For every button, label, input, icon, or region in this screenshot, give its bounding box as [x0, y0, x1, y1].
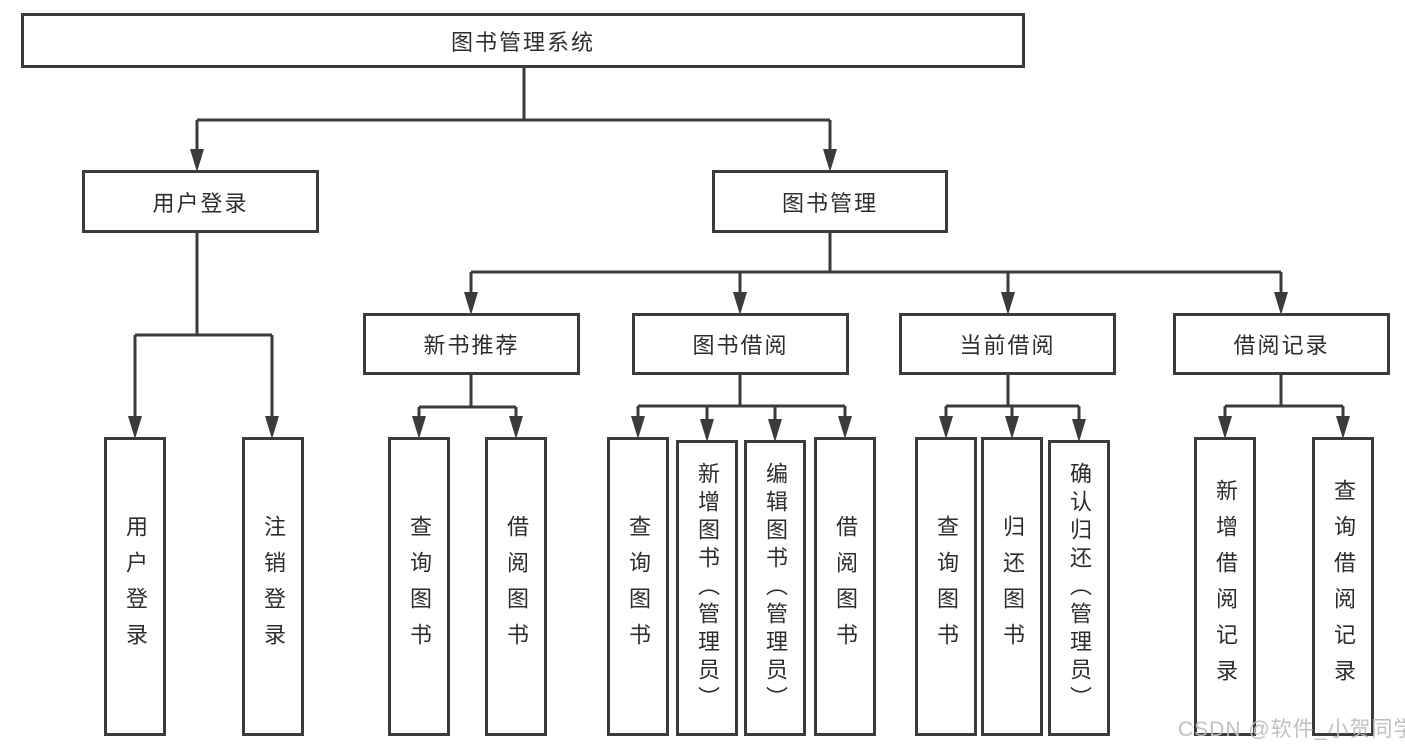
leaf-logout: 注销登录 [242, 437, 304, 736]
node-borrow-records: 借阅记录 [1173, 313, 1390, 375]
node-label: 用户登录 [152, 190, 249, 216]
node-label: 查询图书 [407, 514, 432, 659]
node-label: 新增图书（管理员） [695, 462, 720, 714]
arrowhead-icons [128, 149, 1350, 442]
node-label: 当前借阅 [959, 333, 1056, 358]
node-label: 查询图书 [626, 514, 651, 659]
node-label: 用户登录 [123, 514, 148, 659]
node-label: 图书管理 [781, 190, 878, 216]
node-book-management: 图书管理 [712, 170, 948, 233]
node-label: 归还图书 [1000, 514, 1025, 659]
node-label: 借阅记录 [1233, 333, 1330, 358]
node-new-book-recommend: 新书推荐 [363, 313, 580, 375]
node-label: 新书推荐 [423, 333, 520, 358]
node-library-management-system: 图书管理系统 [21, 13, 1025, 68]
node-book-borrow: 图书借阅 [632, 313, 849, 375]
node-label: 查询借阅记录 [1331, 478, 1356, 695]
node-label: 借阅图书 [833, 514, 858, 659]
node-label: 确认归还（管理员） [1067, 462, 1092, 714]
leaf-add-borrow-record: 新增借阅记录 [1194, 437, 1256, 736]
leaf-edit-books-admin: 编辑图书（管理员） [744, 440, 806, 736]
leaf-return-books: 归还图书 [981, 437, 1043, 736]
node-label: 查询图书 [934, 514, 959, 659]
leaf-borrow-books-recommend: 借阅图书 [485, 437, 547, 736]
leaf-confirm-return-admin: 确认归还（管理员） [1048, 440, 1110, 736]
leaf-user-login: 用户登录 [104, 437, 166, 736]
leaf-query-books-current: 查询图书 [915, 437, 977, 736]
node-label: 注销登录 [261, 514, 286, 659]
node-label: 图书借阅 [692, 333, 789, 358]
leaf-borrow-books: 借阅图书 [814, 437, 876, 736]
node-label: 编辑图书（管理员） [763, 462, 788, 714]
leaf-query-books-borrow: 查询图书 [607, 437, 669, 736]
csdn-watermark: CSDN @软件_小贺同学 [1178, 718, 1405, 741]
node-label: 借阅图书 [504, 514, 529, 659]
leaf-query-books-recommend: 查询图书 [388, 437, 450, 736]
leaf-query-borrow-record: 查询借阅记录 [1312, 437, 1374, 736]
node-user-login: 用户登录 [82, 170, 319, 233]
node-current-borrow: 当前借阅 [899, 313, 1116, 375]
node-label: 新增借阅记录 [1213, 478, 1238, 695]
leaf-add-books-admin: 新增图书（管理员） [676, 440, 738, 736]
tree-branch-lines [133, 68, 1345, 421]
node-label: 图书管理系统 [450, 29, 595, 55]
